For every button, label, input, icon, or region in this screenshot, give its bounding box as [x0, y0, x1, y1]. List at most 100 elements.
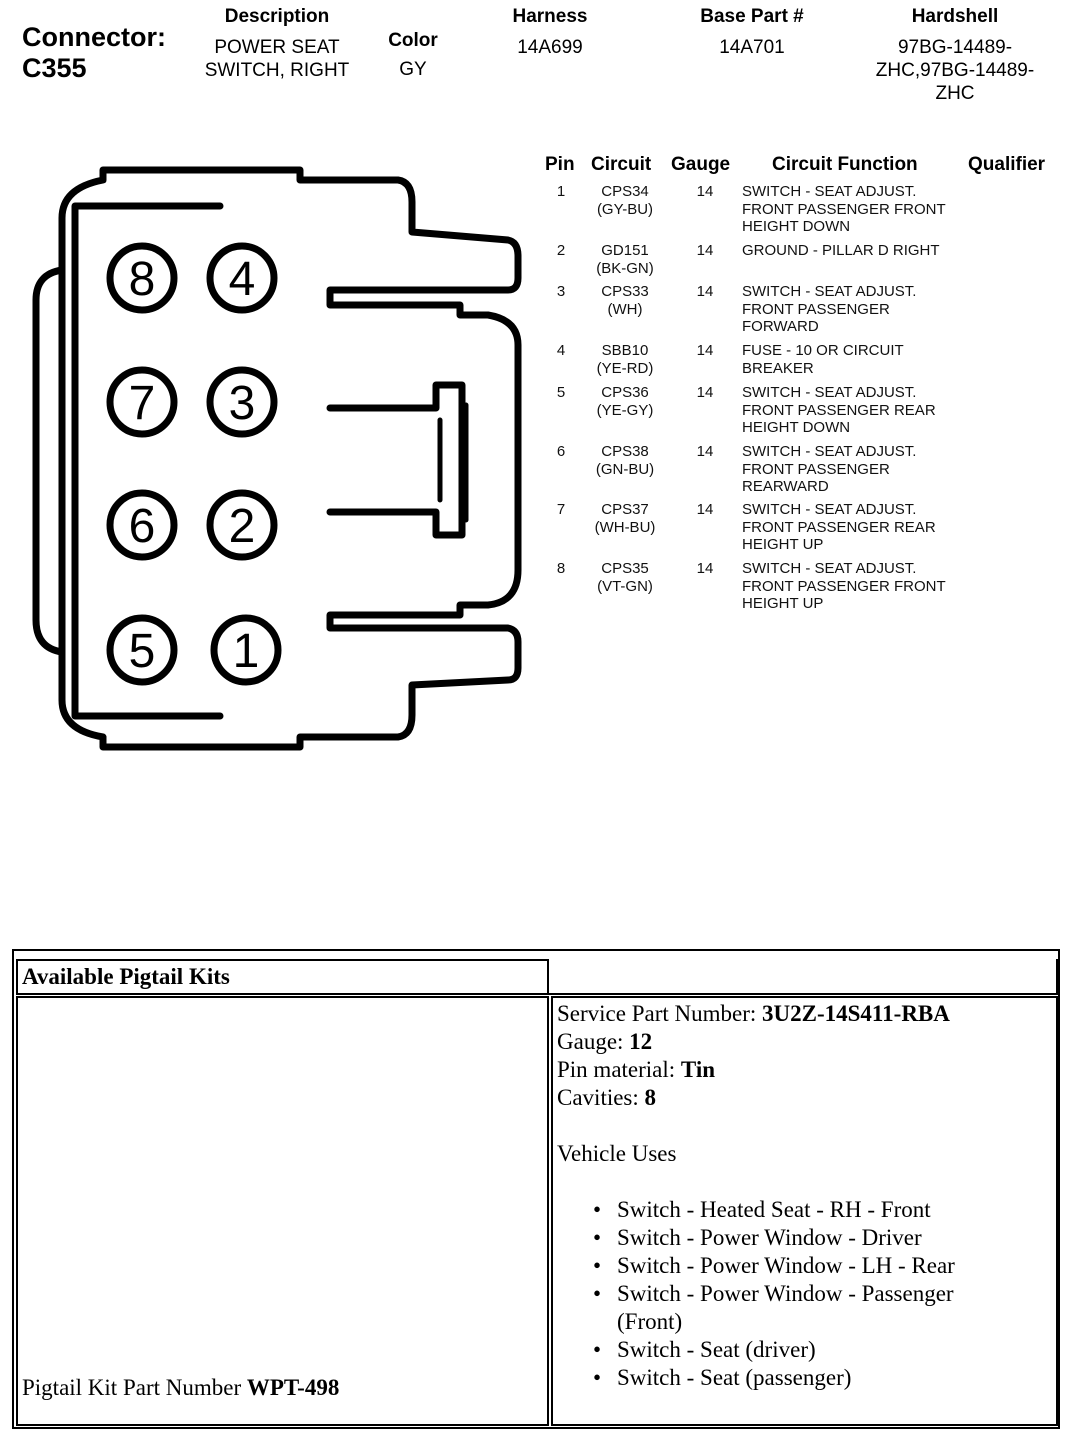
description-label: Description: [224, 6, 330, 27]
pin-label-1: 1: [233, 625, 260, 678]
circuit-color: (BK-GN): [596, 260, 654, 277]
circuit-function-line: REARWARD: [742, 478, 829, 496]
circuit-function-line: SWITCH - SEAT ADJUST.: [742, 183, 917, 200]
gauge-value: 14: [696, 242, 714, 259]
circuit-function-line: HEIGHT UP: [742, 536, 824, 554]
pigtail-details: Service Part Number: 3U2Z-14S411-RBA Gau…: [557, 1000, 1052, 1392]
pin-material: Pin material: Tin: [557, 1056, 1052, 1084]
inner-cavity-outline: [71, 202, 224, 720]
circuit-id: CPS33: [601, 283, 649, 300]
pin-circle: [210, 614, 282, 686]
cavities: Cavities: 8: [557, 1084, 1052, 1112]
gauge-value: 14: [696, 283, 714, 300]
circuit-function-line: SWITCH - SEAT ADJUST.: [742, 560, 917, 577]
pin-number: 1: [556, 183, 566, 200]
circuit-function-line: FRONT PASSENGER FRONT: [742, 200, 946, 218]
circuit-function-line: SWITCH - SEAT ADJUST.: [742, 443, 917, 460]
pigtail-details-cell: Service Part Number: 3U2Z-14S411-RBA Gau…: [551, 996, 1058, 1426]
vehicle-use-item: Switch - Seat (passenger): [557, 1364, 997, 1392]
harness-value: 14A699: [517, 37, 583, 58]
hardshell-value-line3: ZHC: [935, 83, 975, 104]
circuit-color: (YE-RD): [596, 360, 654, 377]
kit-number-value: WPT-498: [246, 1375, 340, 1400]
circuit-color: (VT-GN): [597, 578, 653, 595]
pin-label-3: 3: [229, 377, 256, 430]
circuit-function-line: GROUND - PILLAR D RIGHT: [742, 242, 940, 259]
gauge-column-header: Gauge: [671, 154, 731, 175]
color-value: GY: [399, 59, 427, 80]
pin-number: 4: [556, 342, 566, 359]
color-label: Color: [388, 30, 438, 51]
description-column: Description POWER SEAT SWITCH, RIGHT: [182, 6, 372, 82]
hardshell-value-line2: ZHC,97BG-14489-: [875, 60, 1035, 81]
pin-number: 8: [556, 560, 566, 577]
circuit-id: CPS34: [601, 183, 649, 200]
circuit-color: (YE-GY): [596, 402, 654, 419]
gauge-value: 14: [696, 384, 714, 401]
color-column: Color GY: [368, 30, 458, 81]
harness-label: Harness: [512, 6, 588, 27]
gauge-value: 14: [696, 183, 714, 200]
circuit-function-line: HEIGHT UP: [742, 595, 824, 613]
connector-label: Connector:: [22, 22, 166, 52]
circuit-color: (WH): [607, 301, 643, 318]
pin-circle: [106, 489, 178, 561]
pin-label-4: 4: [229, 253, 256, 306]
vehicle-use-item: Switch - Power Window - LH - Rear: [557, 1252, 997, 1280]
description-value-line2: SWITCH, RIGHT: [204, 60, 350, 81]
vehicle-uses-list: Switch - Heated Seat - RH - FrontSwitch …: [557, 1196, 997, 1392]
circuit-function-line: BREAKER: [742, 359, 814, 377]
service-part-number: Service Part Number: 3U2Z-14S411-RBA: [557, 1000, 1052, 1028]
hardshell-column: Hardshell 97BG-14489- ZHC,97BG-14489- ZH…: [855, 6, 1055, 105]
circuit-function-line: SWITCH - SEAT ADJUST.: [742, 501, 917, 518]
cavities-value: 8: [644, 1085, 657, 1110]
pigtail-gauge: Gauge: 12: [557, 1028, 1052, 1056]
circuit-id: SBB10: [601, 342, 649, 359]
circuit-id: GD151: [601, 242, 649, 259]
circuit-function-line: FRONT PASSENGER FRONT: [742, 577, 946, 595]
description-value-line1: POWER SEAT: [214, 37, 340, 58]
qualifier-column-header: Qualifier: [968, 154, 1046, 175]
lock-tab: [326, 381, 466, 539]
circuit-function-line: SWITCH - SEAT ADJUST.: [742, 283, 917, 300]
pigtail-title: Available Pigtail Kits: [22, 964, 230, 989]
pigtail-gauge-value: 12: [629, 1029, 653, 1054]
harness-column: Harness 14A699: [480, 6, 620, 59]
pigtail-kit-number: Pigtail Kit Part Number WPT-498: [22, 1374, 339, 1402]
pigtail-title-spacer: [549, 959, 1058, 995]
service-part-value: 3U2Z-14S411-RBA: [762, 1001, 950, 1026]
circuit-function-line: HEIGHT DOWN: [742, 218, 851, 236]
circuit-function-line: FORWARD: [742, 318, 819, 336]
circuit-function-line: FUSE - 10 OR CIRCUIT: [742, 342, 904, 359]
gauge-value: 14: [696, 443, 714, 460]
pin-label-7: 7: [129, 377, 156, 430]
pin-number: 6: [556, 443, 566, 460]
lock-tab-inner: [437, 402, 469, 523]
gauge-value: 14: [696, 342, 714, 359]
pin-circle: [106, 366, 178, 438]
pin-circle: [106, 242, 178, 314]
base-part-column: Base Part # 14A701: [672, 6, 832, 59]
pin-circle: [106, 614, 178, 686]
pin-number: 5: [556, 384, 566, 401]
pin-number: 3: [556, 283, 566, 300]
hardshell-label: Hardshell: [911, 6, 999, 27]
circuit-function-line: SWITCH - SEAT ADJUST.: [742, 384, 917, 401]
pin-circle: [206, 489, 278, 561]
pigtail-gauge-label: Gauge:: [557, 1029, 630, 1054]
connector-id: C355: [22, 53, 87, 83]
circuit-color: (GY-BU): [596, 201, 654, 218]
pin-label-8: 8: [129, 253, 156, 306]
gauge-value: 14: [696, 560, 714, 577]
pin-circle: [206, 366, 278, 438]
gauge-value: 14: [696, 501, 714, 518]
connector-heading: Connector: C355: [22, 22, 166, 84]
connector-face-diagram: 8 4 7 3 6 2 5 1: [32, 166, 522, 751]
pigtail-kit-cell: Pigtail Kit Part Number WPT-498: [16, 996, 549, 1426]
pin-number: 7: [556, 501, 566, 518]
vehicle-uses-heading: Vehicle Uses: [557, 1141, 677, 1166]
circuit-function-line: FRONT PASSENGER: [742, 300, 890, 318]
pin-material-label: Pin material:: [557, 1057, 681, 1082]
vehicle-use-item: Switch - Heated Seat - RH - Front: [557, 1196, 997, 1224]
circuit-function-line: FRONT PASSENGER: [742, 460, 890, 478]
